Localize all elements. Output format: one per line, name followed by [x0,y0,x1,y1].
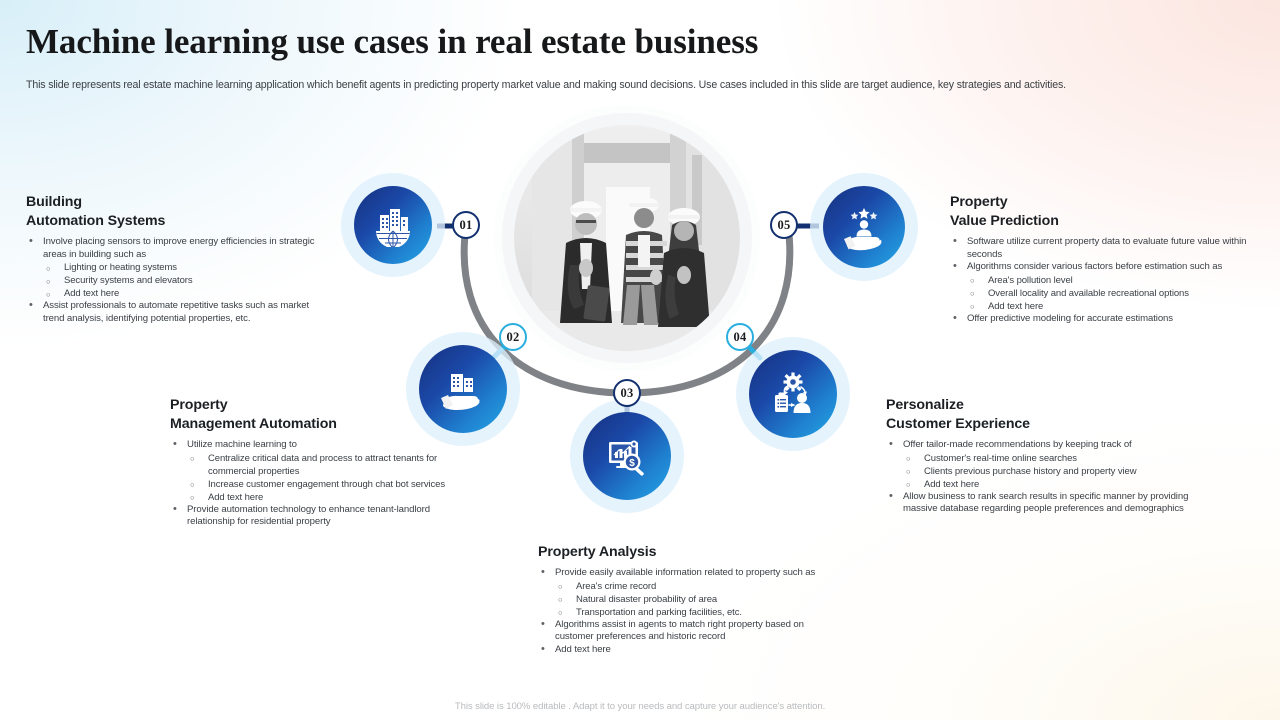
node-icon-03[interactable]: $ [583,412,671,500]
hand-holding-building-icon [441,374,480,410]
chart-monitor-dollar-search-icon: $ [609,440,644,476]
sub-bullet-list: Area's pollution level Overall locality … [967,274,1250,313]
list-item: Overall locality and available recreatio… [967,287,1250,300]
step-badge-04[interactable]: 04 [726,323,754,351]
step-badge-03[interactable]: 03 [613,379,641,407]
list-item: Increase customer engagement through cha… [187,478,470,491]
node-icon-01[interactable] [354,186,432,264]
node-icon-04[interactable] [749,350,837,438]
block-heading-line1: Property Analysis [538,544,657,560]
node-icon-02[interactable] [419,345,507,433]
block-heading-line2: Management Automation [170,416,337,432]
list-item: Clients previous purchase history and pr… [903,465,1206,478]
step-badge-02[interactable]: 02 [499,323,527,351]
list-item: Algorithms assist in agents to match rig… [538,618,838,644]
list-item: Offer predictive modeling for accurate e… [950,312,1250,326]
block-heading-line1: Property [950,194,1008,210]
list-item: Security systems and elevators [43,274,331,288]
block-heading-line2: Value Prediction [950,213,1059,229]
center-photo-image [514,125,740,351]
block-heading: Property Value Prediction [950,193,1250,231]
bullet-list: Involve placing sensors to improve energ… [26,235,331,325]
block-property-value-prediction: Property Value Prediction Software utili… [950,193,1250,325]
list-item: Algorithms consider various factors befo… [950,260,1250,274]
block-heading: Property Management Automation [170,396,470,434]
list-item: Area's crime record [555,580,838,593]
bullet-list: Provide easily available information rel… [538,566,838,657]
block-building-automation: Building Automation Systems Involve plac… [26,193,331,325]
gear-clipboard-person-icon [775,372,811,413]
sub-bullet-list: Centralize critical data and process to … [187,452,470,504]
list-item: Provide automation technology to enhance… [170,503,470,529]
bullet-list: Offer tailor-made recommendations by kee… [886,438,1206,516]
block-personalize-customer-experience: Personalize Customer Experience Offer ta… [886,396,1206,516]
block-heading-line2: Customer Experience [886,416,1030,432]
svg-text:$: $ [629,458,635,469]
list-item: Provide easily available information rel… [538,566,838,580]
sub-bullet-list: Lighting or heating systems Security sys… [43,261,331,301]
step-badge-05[interactable]: 05 [770,211,798,239]
block-heading-line1: Property [170,397,228,413]
construction-team-illustration [514,125,740,351]
block-property-management-automation: Property Management Automation Utilize m… [170,396,470,529]
list-item: Involve placing sensors to improve energ… [26,235,331,261]
hand-holding-person-stars-icon [844,208,882,251]
sub-bullet-list: Customer's real-time online searches Cli… [903,452,1206,491]
list-item: Allow business to rank search results in… [886,490,1206,516]
bullet-list: Software utilize current property data t… [950,235,1250,326]
list-item: Add text here [538,643,838,657]
list-item: Add text here [903,478,1206,491]
list-item: Transportation and parking facilities, e… [555,606,838,619]
node-icon-05[interactable] [823,186,905,268]
block-heading: Building Automation Systems [26,193,331,231]
list-item: Add text here [43,287,331,301]
page-title: Machine learning use cases in real estat… [26,22,759,61]
list-item: Lighting or heating systems [43,261,331,275]
list-item: Add text here [187,491,470,504]
bullet-list: Utilize machine learning to Centralize c… [170,438,470,529]
list-item: Offer tailor-made recommendations by kee… [886,438,1206,452]
list-item: Centralize critical data and process to … [187,452,470,478]
page-subtitle: This slide represents real estate machin… [26,79,1066,91]
block-heading-line1: Building [26,194,82,210]
block-property-analysis: Property Analysis Provide easily availab… [538,543,838,656]
footer-note: This slide is 100% editable . Adapt it t… [454,701,826,712]
list-item: Natural disaster probability of area [555,593,838,606]
building-globe-icon [376,209,410,247]
sub-bullet-list: Area's crime record Natural disaster pro… [555,580,838,619]
list-item: Area's pollution level [967,274,1250,287]
list-item: Assist professionals to automate repetit… [26,299,331,325]
block-heading: Personalize Customer Experience [886,396,1206,434]
list-item: Software utilize current property data t… [950,235,1250,261]
step-badge-01[interactable]: 01 [452,211,480,239]
center-photo [514,125,740,351]
block-heading-line2: Automation Systems [26,213,166,229]
list-item: Customer's real-time online searches [903,452,1206,465]
list-item: Utilize machine learning to [170,438,470,452]
block-heading: Property Analysis [538,543,838,562]
block-heading-line1: Personalize [886,397,964,413]
list-item: Add text here [967,300,1250,313]
